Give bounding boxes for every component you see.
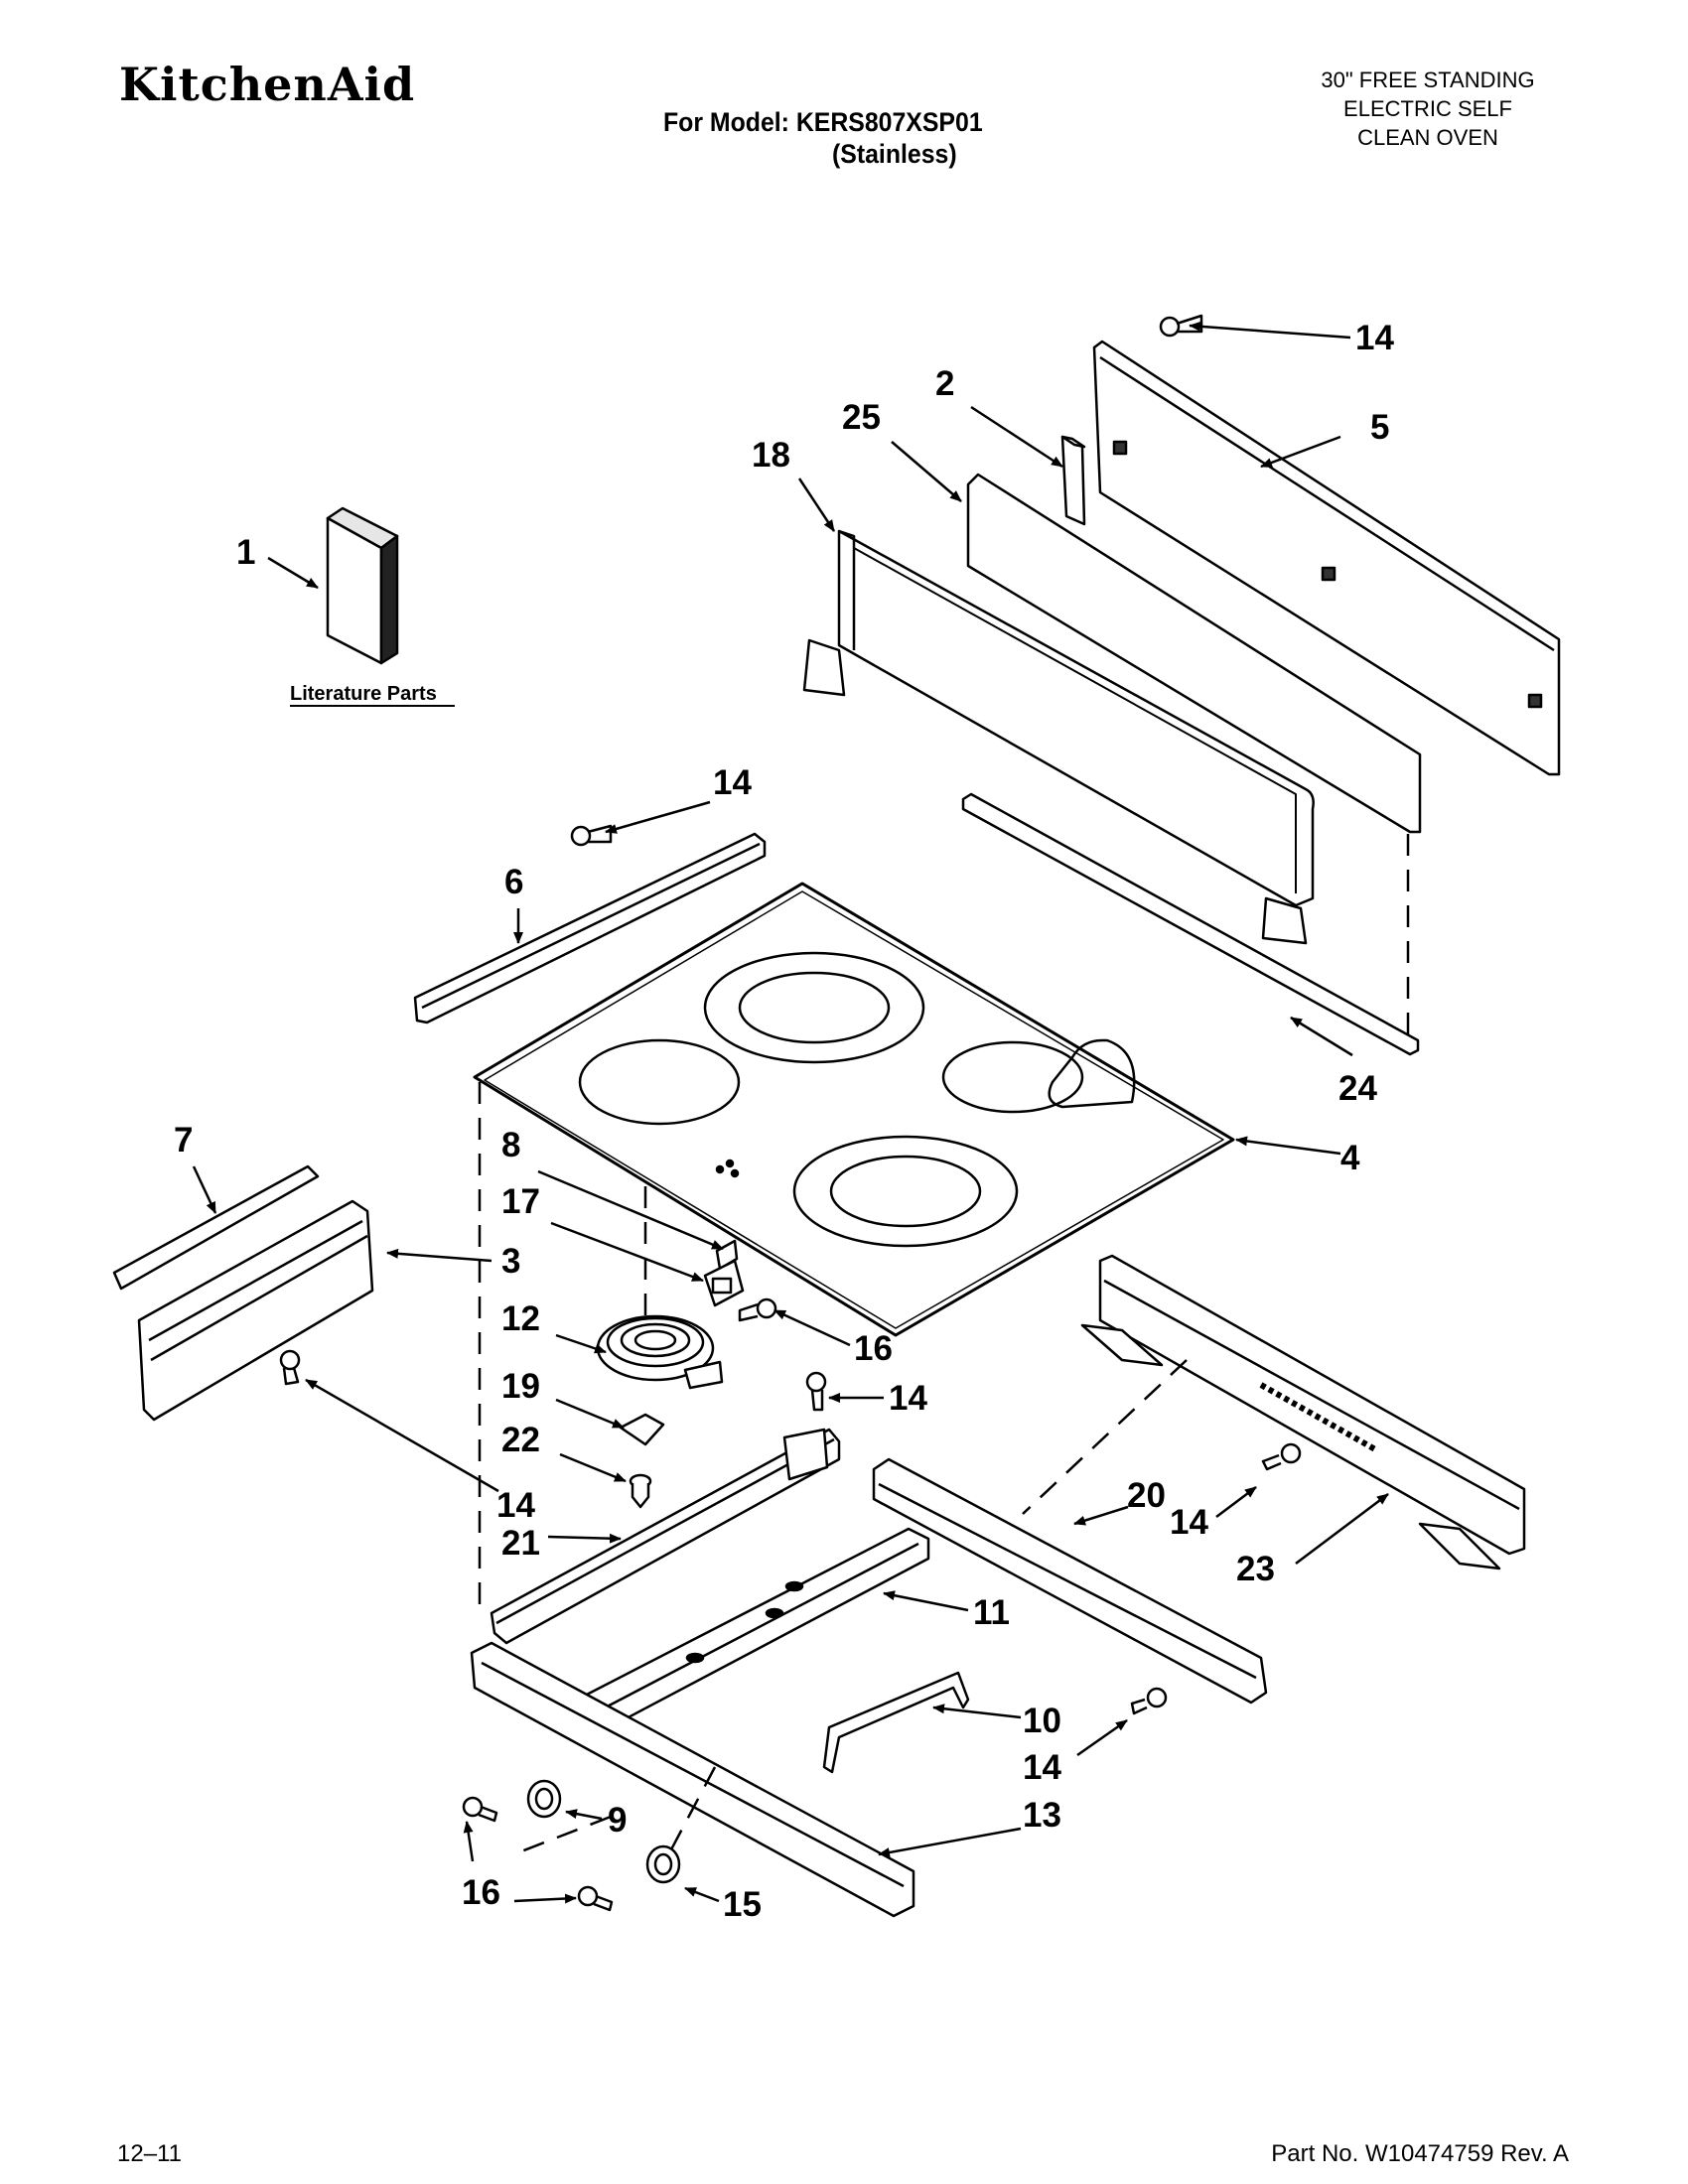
- callout-1: 1: [236, 533, 255, 572]
- callout-15: 15: [723, 1885, 762, 1924]
- element-clip: [619, 1413, 665, 1446]
- callout-14: 14: [713, 763, 752, 802]
- finish-line: (Stainless): [832, 139, 957, 169]
- date-code: 12–11: [117, 2140, 182, 2167]
- callout-24: 24: [1338, 1069, 1377, 1108]
- screw-icon: [279, 1349, 301, 1386]
- rear-panel: [1092, 340, 1561, 776]
- literature-booklet: [326, 506, 399, 665]
- screw-icon: [577, 1885, 614, 1912]
- side-strip: [112, 1164, 320, 1291]
- description-line: ELECTRIC SELF: [1343, 96, 1512, 121]
- switch-assembly: [703, 1239, 745, 1307]
- alignment-lines: [478, 834, 1410, 1853]
- literature-parts-label: Literature Parts: [290, 683, 437, 705]
- description-line: 30" FREE STANDING: [1321, 68, 1535, 92]
- brand-logo: KitchenAid: [119, 58, 416, 111]
- callout-13: 13: [1023, 1796, 1061, 1835]
- callout-17: 17: [501, 1182, 540, 1221]
- leader-arrows: [192, 321, 1389, 1904]
- callout-8: 8: [501, 1126, 520, 1164]
- screw: [629, 1473, 652, 1509]
- callout-18: 18: [752, 436, 790, 475]
- screw-icon: [1130, 1687, 1168, 1715]
- callout-25: 25: [842, 398, 881, 437]
- callout-6: 6: [504, 863, 523, 901]
- switch-knob: [645, 1844, 681, 1884]
- callout-10: 10: [1023, 1702, 1061, 1740]
- front-frame: [470, 1641, 915, 1918]
- part-number: Part No. W10474759 Rev. A: [1271, 2140, 1569, 2167]
- callout-23: 23: [1236, 1550, 1275, 1588]
- callout-4: 4: [1340, 1139, 1360, 1177]
- screw-icon: [462, 1796, 498, 1823]
- callout-14: 14: [889, 1379, 927, 1418]
- product-description: 30" FREE STANDING ELECTRIC SELF CLEAN OV…: [1279, 66, 1577, 152]
- callout-5: 5: [1370, 408, 1389, 447]
- callout-16: 16: [854, 1329, 893, 1368]
- callout-2: 2: [935, 364, 954, 403]
- callout-14: 14: [1023, 1748, 1061, 1787]
- rear-channel: [872, 1457, 1268, 1705]
- callout-3: 3: [501, 1242, 520, 1281]
- trim-strip: [961, 792, 1420, 1056]
- callout-16: 16: [462, 1873, 500, 1912]
- callout-labels: 14 5 2 25 18 1 14 6 24 4 7 8 17 3 16 12 …: [174, 319, 1394, 1924]
- callout-21: 21: [501, 1524, 540, 1563]
- console-insert: [966, 473, 1422, 834]
- front-trim: [413, 832, 767, 1024]
- screw-icon: [1261, 1442, 1302, 1471]
- screw-icon: [738, 1297, 777, 1322]
- callout-7: 7: [174, 1121, 193, 1160]
- ceramic-cooktop: [473, 882, 1235, 1337]
- screw-icon: [1159, 314, 1203, 338]
- callout-9: 9: [608, 1801, 627, 1840]
- bracket: [1060, 435, 1086, 526]
- screw-icon: [570, 824, 613, 847]
- callout-12: 12: [501, 1299, 540, 1338]
- right-side-rail: [1080, 1254, 1526, 1570]
- callout-11: 11: [973, 1593, 1010, 1632]
- callout-20: 20: [1127, 1476, 1166, 1515]
- model-line: For Model: KERS807XSP01: [663, 107, 983, 137]
- screw-icon: [805, 1371, 827, 1412]
- callout-19: 19: [501, 1367, 540, 1406]
- cooktop-bracket: [490, 1428, 841, 1645]
- radiant-element: [596, 1314, 724, 1390]
- callout-14: 14: [1170, 1503, 1208, 1542]
- callout-14: 14: [1355, 319, 1394, 357]
- handle-bracket: [822, 1671, 970, 1774]
- callout-22: 22: [501, 1421, 540, 1459]
- description-line: CLEAN OVEN: [1357, 125, 1498, 150]
- switch-knob: [526, 1779, 562, 1819]
- callout-14: 14: [496, 1486, 535, 1525]
- console-backguard: [802, 529, 1315, 945]
- left-side-rail: [137, 1199, 374, 1422]
